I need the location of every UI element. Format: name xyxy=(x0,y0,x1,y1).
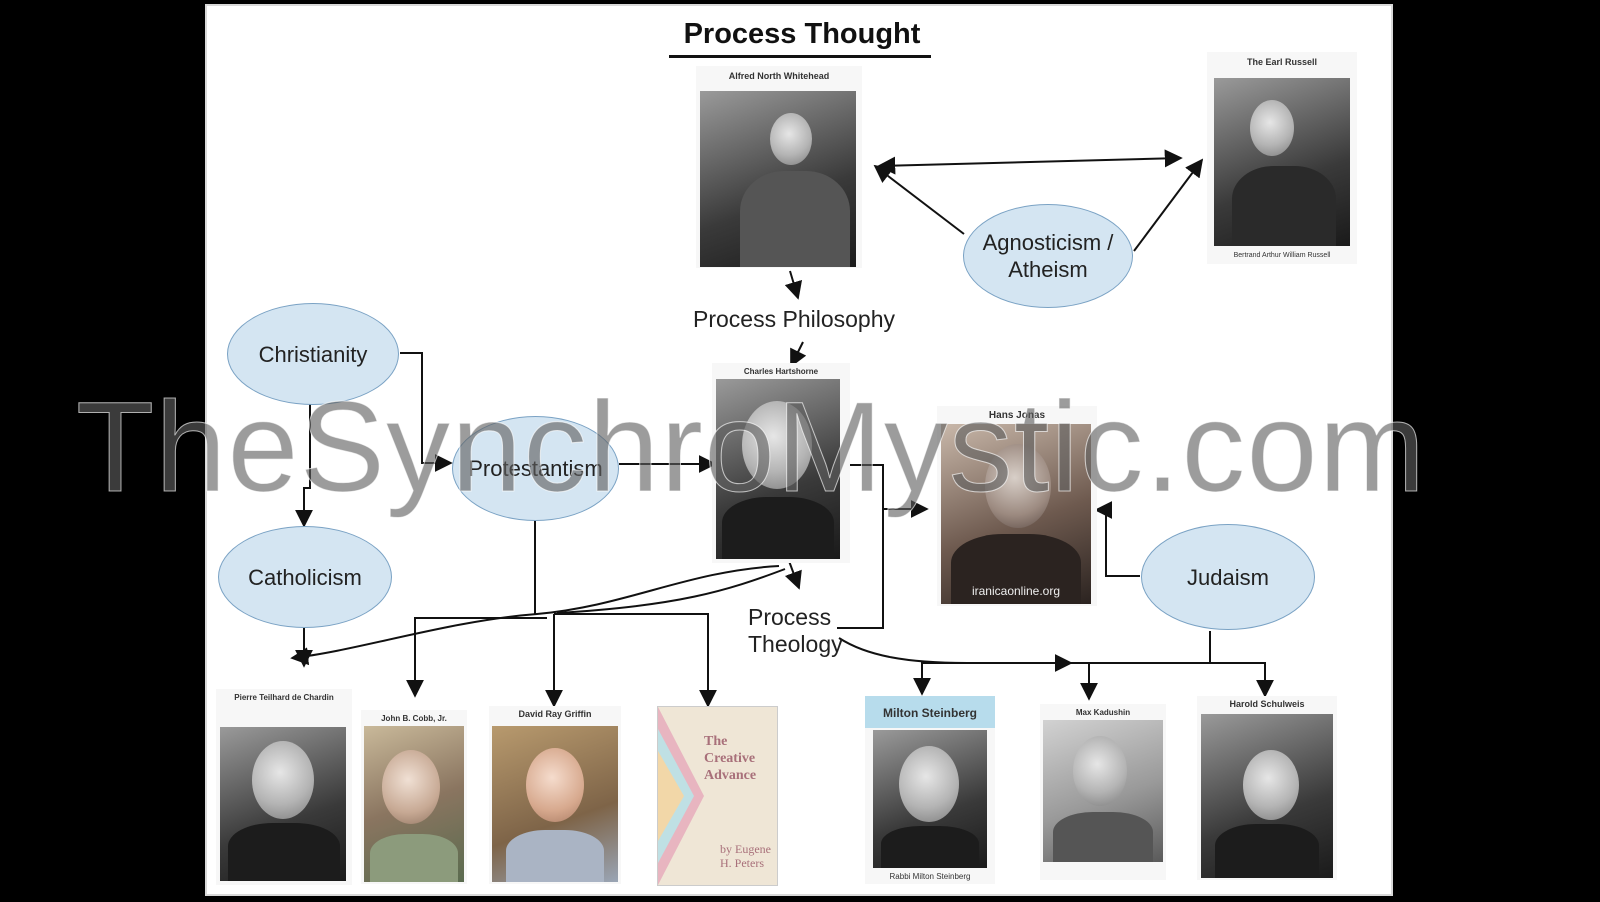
arrow-hartshorne-theology xyxy=(784,560,802,590)
judaism-node: Judaism xyxy=(1141,524,1315,630)
judaism-label: Judaism xyxy=(1187,564,1269,590)
process-theology-label: Process Theology xyxy=(748,604,843,657)
arrow-whitehead-russell xyxy=(877,149,1183,175)
teilhard-caption: Pierre Teilhard de Chardin xyxy=(234,693,334,702)
process-philosophy-label: Process Philosophy xyxy=(693,306,895,332)
catholicism-label: Catholicism xyxy=(248,564,362,590)
schulweis-card: Harold Schulweis xyxy=(1197,696,1337,880)
arrow-judaism-jonas xyxy=(1094,501,1140,577)
cobb-caption: John B. Cobb, Jr. xyxy=(381,714,447,723)
arrow-agnosticism-russell xyxy=(1133,158,1204,252)
hartshorne-card: Charles Hartshorne xyxy=(712,363,850,563)
russell-caption-top: The Earl Russell xyxy=(1246,57,1318,67)
schulweis-caption: Harold Schulweis xyxy=(1229,699,1305,709)
russell-caption-bottom: Bertrand Arthur William Russell xyxy=(1233,252,1331,259)
arrow-judaism-bus xyxy=(913,631,1211,696)
whitehead-caption: Alfred North Whitehead xyxy=(728,71,830,81)
arrow-theology-jewish xyxy=(838,637,1073,672)
arrow-bus-cobb xyxy=(406,617,547,698)
arrow-whitehead-philosophy xyxy=(784,270,803,300)
connector-arrows xyxy=(290,149,1274,708)
griffin-card: David Ray Griffin xyxy=(489,706,621,884)
arrow-jonas-theology xyxy=(837,509,884,629)
arrow-agnosticism-whitehead xyxy=(873,164,965,235)
kadushin-photo xyxy=(1043,720,1163,862)
diagram-canvas: Process Thought xyxy=(205,4,1393,896)
kadushin-caption: Max Kadushin xyxy=(1075,708,1131,717)
steinberg-caption-top: Milton Steinberg xyxy=(883,706,977,720)
russell-card: The Earl Russell Bertrand Arthur William… xyxy=(1207,52,1357,264)
christianity-node: Christianity xyxy=(227,303,399,405)
creative-advance-book: The Creative Advance by Eugene H. Peters xyxy=(657,706,778,886)
whitehead-photo xyxy=(700,91,856,267)
griffin-photo xyxy=(492,726,618,882)
teilhard-photo xyxy=(220,727,346,881)
protestantism-label: Protestantism xyxy=(468,456,603,481)
agnosticism-label: Agnosticism / Atheism xyxy=(982,230,1114,282)
book-author: by Eugene H. Peters xyxy=(720,842,771,870)
jonas-caption: Hans Jonas xyxy=(988,410,1046,421)
arrow-hartshorne-bus xyxy=(556,568,786,614)
jonas-card: Hans Jonas iranicaonline.org xyxy=(937,406,1097,606)
teilhard-card: Pierre Teilhard de Chardin xyxy=(216,689,352,885)
whitehead-card: Alfred North Whitehead xyxy=(696,66,862,268)
arrow-hartshorne-jonas xyxy=(841,464,929,518)
steinberg-banner xyxy=(865,696,995,728)
title-underline xyxy=(669,55,931,58)
steinberg-photo xyxy=(873,730,987,868)
kadushin-card: Max Kadushin xyxy=(1040,704,1166,880)
schulweis-photo xyxy=(1201,714,1333,878)
christianity-label: Christianity xyxy=(258,341,368,367)
arrow-christianity-protestantism xyxy=(400,352,453,472)
catholicism-node: Catholicism xyxy=(218,526,392,628)
jonas-credit: iranicaonline.org xyxy=(971,584,1061,598)
book-title: The Creative Advance xyxy=(704,734,757,783)
jonas-photo: iranicaonline.org xyxy=(941,424,1091,604)
arrow-judaism-schulweis xyxy=(1210,662,1274,698)
cobb-photo xyxy=(364,726,464,882)
hartshorne-photo xyxy=(716,379,840,559)
russell-photo xyxy=(1214,78,1350,246)
steinberg-caption-bottom: Rabbi Milton Steinberg xyxy=(889,872,971,881)
agnosticism-node: Agnosticism / Atheism xyxy=(963,204,1133,308)
griffin-caption: David Ray Griffin xyxy=(518,709,592,719)
arrow-christianity-catholicism xyxy=(295,404,313,528)
cobb-card: John B. Cobb, Jr. xyxy=(361,710,467,884)
arrow-bus-book xyxy=(554,613,717,708)
book-cover-art xyxy=(658,707,704,885)
steinberg-card: Milton Steinberg Rabbi Milton Steinberg xyxy=(865,696,995,884)
diagram-title: Process Thought xyxy=(683,18,921,50)
arrow-hartshorne-teilhard xyxy=(290,565,780,666)
arrow-philosophy-hartshorne xyxy=(790,341,807,368)
hartshorne-caption: Charles Hartshorne xyxy=(743,367,819,376)
protestantism-node: Protestantism xyxy=(452,416,619,521)
